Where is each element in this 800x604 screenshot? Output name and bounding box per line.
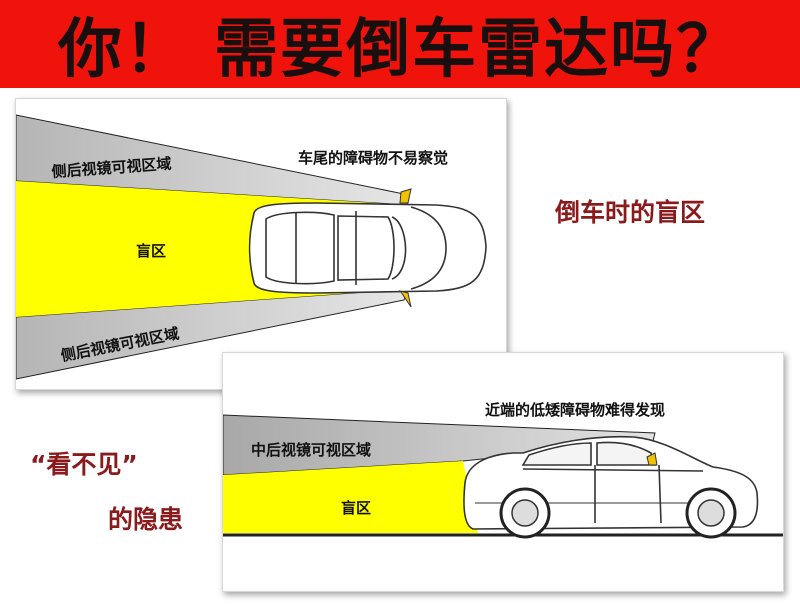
side-view-panel: 近端的低矮障碍物难得发现 中后视镜可视区域 盲区 [222, 352, 784, 592]
left-mirror-icon [399, 188, 412, 204]
rear-obstacle-label: 车尾的障碍物不易察觉 [298, 149, 448, 167]
car-top-view [248, 202, 487, 294]
blind-zone-area-side [223, 461, 478, 533]
header-banner: 你！ 需要倒车雷达吗？ [0, 0, 800, 88]
front-wheel [685, 487, 737, 539]
right-mirror-icon [398, 290, 412, 308]
top-view-diagram: 侧后视镜可视区域 车尾的障碍物不易察觉 盲区 侧后视镜可视区域 [16, 114, 487, 380]
hidden-danger-text: 的隐患 [108, 505, 184, 534]
cannot-see-quote: “看不见” [30, 450, 138, 479]
center-mirror-label: 中后视镜可视区域 [251, 441, 371, 459]
banner-title: 你！ 需要倒车雷达吗？ [57, 12, 743, 87]
rear-wheel [499, 487, 551, 539]
blind-zone-title: 倒车时的盲区 [555, 198, 706, 227]
near-obstacle-label: 近端的低矮障碍物难得发现 [485, 401, 665, 419]
top-view-panel: 侧后视镜可视区域 车尾的障碍物不易察觉 盲区 侧后视镜可视区域 [15, 98, 507, 390]
blind-zone-label-top: 盲区 [136, 242, 166, 260]
side-view-diagram: 近端的低矮障碍物难得发现 中后视镜可视区域 盲区 [223, 401, 783, 539]
lower-mirror-zone [16, 288, 409, 380]
blind-zone-label-side: 盲区 [341, 499, 371, 517]
side-mirror-icon [646, 452, 658, 466]
